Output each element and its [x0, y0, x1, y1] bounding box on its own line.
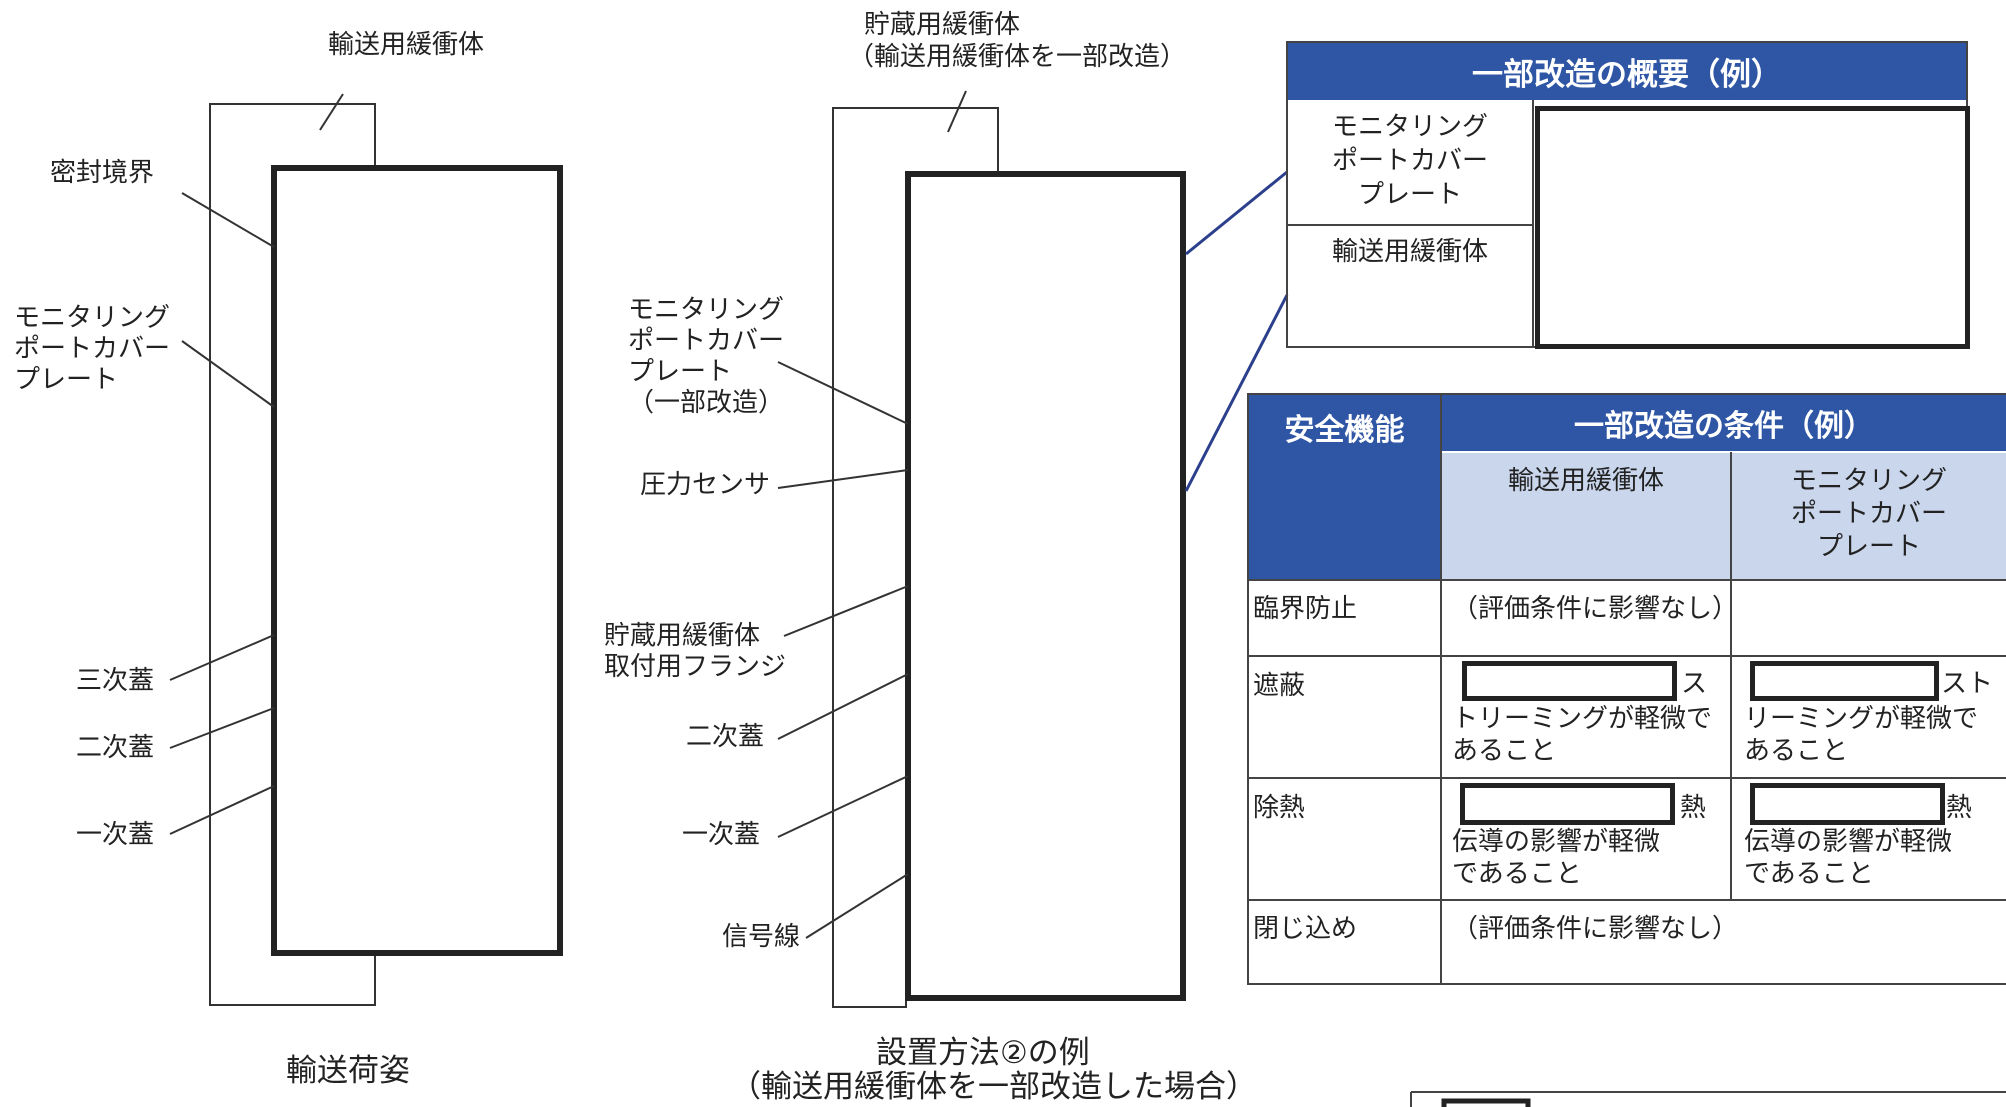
heat-redaction-2 — [1750, 783, 1945, 825]
shield-c2-tail: スト — [1941, 669, 1994, 699]
mid-top-label-1: 貯蔵用緩衝体 — [864, 10, 1021, 40]
heat-redaction-1 — [1460, 783, 1675, 825]
mid-secondary-leader — [777, 673, 909, 740]
shield-c2-text: リーミングが軽微で あること — [1744, 703, 1978, 767]
left-top-label: 輸送用緩衝体 — [328, 30, 485, 60]
heat-c1-tail: 熱 — [1680, 793, 1707, 823]
left-plate-label: モニタリング ポートカバー プレート — [14, 303, 170, 396]
row-criticality-name: 臨界防止 — [1253, 594, 1358, 624]
overview-row-plate: モニタリング ポートカバー プレート — [1290, 110, 1530, 212]
left-top-leader — [319, 93, 344, 131]
conditions-table-frame — [1247, 393, 2006, 985]
row-shielding-name: 遮蔽 — [1253, 671, 1306, 701]
row-criticality-text: （評価条件に影響なし） — [1452, 594, 1739, 624]
left-tertiary-leader — [169, 634, 275, 681]
connector-lower — [1184, 294, 1289, 492]
flange-label: 貯蔵用緩衝体 取付用フランジ — [604, 621, 786, 683]
sub-header-buffer: 輸送用緩衝体 — [1442, 453, 1730, 579]
flange-line-2: 取付用フランジ — [604, 652, 787, 682]
left-plate-line-1: モニタリング — [14, 303, 171, 333]
mid-buffer-outline — [832, 107, 999, 1008]
shield-c1-line-2: あること — [1452, 736, 1557, 766]
left-primary-leader — [169, 785, 275, 835]
heat-c2-line-2: であること — [1744, 859, 1874, 889]
mid-primary-leader — [777, 775, 909, 838]
signal-line-label: 信号線 — [722, 922, 801, 952]
flange-leader — [783, 585, 909, 637]
safety-function-header: 安全機能 — [1249, 395, 1440, 579]
left-buffer-outline — [209, 103, 376, 1006]
mid-caption-1: 設置方法②の例 — [876, 1035, 1090, 1071]
mid-secondary-lid-label: 二次蓋 — [686, 722, 765, 752]
left-tertiary-lid-label: 三次蓋 — [76, 666, 155, 696]
mid-plate-label: モニタリング ポートカバー プレート （一部改造） — [628, 295, 784, 419]
left-secondary-lid-label: 二次蓋 — [76, 733, 155, 763]
shield-redaction-1 — [1462, 661, 1677, 701]
sub-plate-line-3: プレート — [1816, 532, 1921, 562]
flange-line-1: 貯蔵用緩衝体 — [604, 621, 761, 651]
shield-c2-line-1: リーミングが軽微で — [1744, 704, 1979, 734]
row-confinement-name: 閉じ込め — [1253, 914, 1358, 944]
heat-c2-line-1: 伝導の影響が軽微 — [1744, 827, 1953, 857]
left-plate-leader — [181, 340, 275, 408]
left-caption: 輸送荷姿 — [286, 1053, 410, 1089]
mid-plate-line-3: プレート — [628, 357, 733, 387]
mid-plate-line-4: （一部改造） — [628, 388, 785, 418]
pressure-sensor-leader — [777, 469, 909, 489]
mid-primary-lid-label: 一次蓋 — [682, 820, 761, 850]
mid-cask-body — [905, 171, 1186, 1001]
shield-c1-text: トリーミングが軽微で あること — [1452, 703, 1712, 767]
overview-plate-line-1: モニタリング — [1331, 112, 1488, 142]
legend-swatch — [1441, 1098, 1531, 1107]
conditions-header: 一部改造の条件（例） — [1442, 395, 2006, 451]
sub-plate-line-2: ポートカバー — [1790, 499, 1947, 529]
signal-line-leader — [805, 873, 909, 939]
mid-top-label-2: （輸送用緩衝体を一部改造） — [848, 42, 1187, 72]
seal-boundary-label: 密封境界 — [50, 158, 155, 188]
overview-table-header: 一部改造の概要（例） — [1288, 43, 1966, 100]
left-plate-line-3: プレート — [14, 365, 119, 395]
mid-plate-leader — [777, 361, 909, 425]
overview-plate-line-3: プレート — [1357, 180, 1462, 210]
shield-redaction-2 — [1750, 661, 1939, 701]
overview-row-buffer: 輸送用緩衝体 — [1331, 237, 1488, 267]
row-confinement-text: （評価条件に影響なし） — [1452, 914, 1739, 944]
shield-c1-line-1: トリーミングが軽微で — [1452, 704, 1713, 734]
heat-c1-text: 伝導の影響が軽微 であること — [1452, 826, 1660, 890]
left-primary-lid-label: 一次蓋 — [76, 820, 155, 850]
seal-boundary-leader — [181, 192, 275, 248]
shield-c2-line-2: あること — [1744, 736, 1849, 766]
pressure-sensor-label: 圧力センサ — [640, 470, 771, 500]
row-heat-name: 除熱 — [1253, 793, 1306, 823]
shield-c1-tail: ス — [1681, 669, 1708, 699]
left-plate-line-2: ポートカバー — [14, 334, 171, 364]
sub-plate-line-1: モニタリング — [1790, 466, 1947, 496]
heat-c2-text: 伝導の影響が軽微 であること — [1744, 826, 1952, 890]
overview-plate-line-2: ポートカバー — [1331, 146, 1488, 176]
heat-c1-line-2: であること — [1452, 859, 1582, 889]
heat-c1-line-1: 伝導の影響が軽微 — [1452, 827, 1661, 857]
heat-c2-tail: 熱 — [1946, 793, 1973, 823]
sub-header-plate: モニタリング ポートカバー プレート — [1732, 453, 2006, 579]
left-cask-body — [271, 165, 563, 956]
connector-upper — [1185, 170, 1288, 256]
overview-redacted-box — [1535, 106, 1970, 349]
mid-plate-line-2: ポートカバー — [628, 326, 785, 356]
mid-top-leader — [947, 90, 967, 133]
mid-plate-line-1: モニタリング — [628, 295, 785, 325]
left-secondary-leader — [169, 707, 275, 749]
mid-caption-2: （輸送用緩衝体を一部改造した場合） — [730, 1069, 1257, 1105]
